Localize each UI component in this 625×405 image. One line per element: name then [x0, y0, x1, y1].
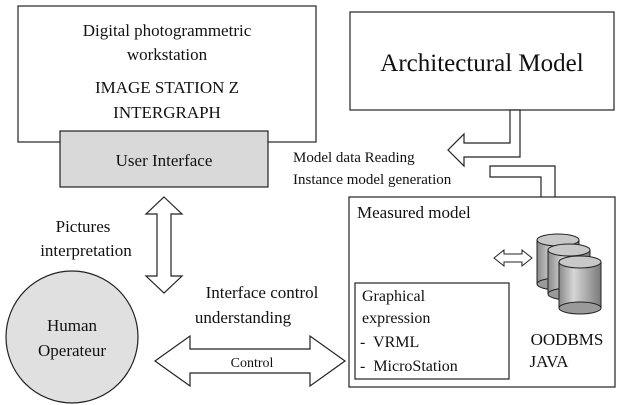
- control-arrow: Control: [153, 334, 347, 388]
- graphical-expression-title: Graphical: [362, 288, 426, 305]
- interface-control-label: Interface control: [206, 283, 319, 302]
- model-reading-arrow: [447, 109, 521, 168]
- pictures-interpretation-arrow: [144, 196, 184, 294]
- database-icon: [536, 233, 602, 315]
- database-language: JAVA: [529, 352, 569, 371]
- workstation-title: Digital photogrammetric: [83, 21, 252, 40]
- graphical-expression-subtitle: expression: [362, 310, 430, 327]
- format-microstation: - MicroStation: [356, 358, 458, 375]
- human-operator-node: Human Operateur: [5, 270, 139, 404]
- workstation-subtitle: workstation: [127, 45, 208, 64]
- pictures-label: Pictures: [56, 217, 111, 236]
- architectural-model-label: Architectural Model: [380, 50, 583, 77]
- interpretation-label: interpretation: [40, 241, 132, 260]
- workstation-box: Digital photogrammetric workstation IMAG…: [17, 5, 317, 143]
- format-vrml: - VRML: [356, 334, 419, 351]
- user-interface-box: User Interface: [59, 130, 269, 188]
- workstation-product: IMAGE STATION Z: [95, 78, 239, 97]
- operateur-label: Operateur: [38, 341, 106, 360]
- control-label: Control: [231, 356, 274, 371]
- measured-model-title: Measured model: [357, 203, 471, 222]
- understanding-label: understanding: [195, 308, 292, 327]
- human-label: Human: [47, 316, 98, 335]
- instance-model-generation-label: Instance model generation: [293, 172, 452, 188]
- database-name: OODBMS: [531, 330, 604, 349]
- user-interface-label: User Interface: [116, 151, 213, 170]
- model-data-reading-label: Model data Reading: [293, 150, 415, 166]
- architectural-model-box: Architectural Model: [349, 11, 615, 111]
- workstation-vendor: INTERGRAPH: [113, 103, 221, 122]
- graphical-expression-box: Graphical expression - VRML - MicroStati…: [354, 282, 510, 380]
- database-link-arrow: [493, 248, 533, 268]
